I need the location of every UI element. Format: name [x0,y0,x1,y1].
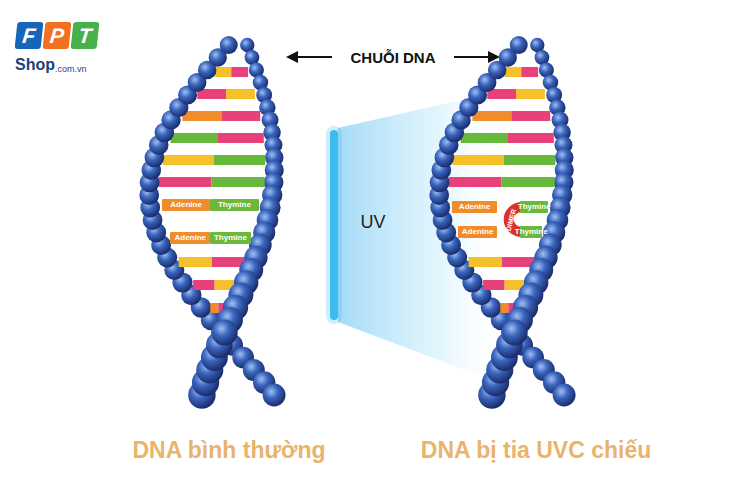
backbone-tubes [149,45,274,395]
base-pair-bar [171,133,218,143]
dna-art [139,36,575,409]
backbone-tube [439,45,564,395]
base-pair-bar [215,67,232,77]
uv-label: UV [360,213,385,231]
base-pair-bar [212,177,265,187]
caption-uvc: DNA bị tia UVC chiếu [421,439,651,462]
base-pair-bar [182,111,221,121]
adenine-base: Adenine [162,199,210,211]
base-pair-bar [217,133,264,143]
base-pair-bar [461,133,508,143]
logo-letter: P [49,25,65,46]
base-pair-bar [516,89,545,99]
base-pair-bar [210,303,218,313]
base-pair-bar [505,67,522,77]
base-pair-bar [163,155,214,165]
base-pair-bar [500,303,508,313]
backbone-sphere [501,319,527,345]
dna-arrow-right [454,51,500,63]
backbone-back [429,38,575,407]
thymine-base: Thymine [210,232,250,244]
base-pair-bar [504,155,555,165]
strand-heading: CHUỖI DNA [351,50,436,65]
base-name: Adenine [174,234,206,242]
base-pair-bar [449,177,502,187]
thymine-base: Thymine [520,226,542,238]
adenine-base: Adenine [458,226,497,238]
backbone-tube [149,45,274,395]
dna-helix [139,36,285,409]
base-pairs [449,67,556,313]
brand-domain: .com.vn [55,65,87,74]
base-pair-bar [159,177,212,187]
base-pair-bar [511,111,550,121]
uv-lamp [330,130,338,320]
adenine-base: Adenine [452,201,497,213]
backbone-sphere [211,319,237,345]
backbone-sphere [263,384,286,407]
backbone-sphere [240,38,254,52]
logo-tile: T [71,22,100,49]
base-pair-bar [521,67,538,77]
base-pair-bar [507,133,554,143]
base-pair-bar [472,111,511,121]
logo-letter: F [21,25,36,46]
base-pair-bar [469,257,502,267]
backbone-front [430,36,573,409]
base-pair-bar [179,257,212,267]
backbone-tubes [439,45,564,395]
logo-tile: F [15,22,44,49]
dna-arrow-left [286,51,332,63]
adenine-base: Adenine [170,232,210,244]
backbone-sphere [553,384,576,407]
backbone-back [139,38,285,407]
base-pair-bar [502,177,555,187]
base-name: Thymine [214,234,247,242]
base-pair-bar [231,67,248,77]
base-pair-bar [193,280,214,290]
base-pair-bar [226,89,255,99]
base-pair-bar [221,111,260,121]
brand-name: Shop [15,57,55,73]
base-name: Adenine [462,228,494,236]
logo-tile: P [43,22,72,49]
base-name: Thymine [518,203,551,211]
base-pair-bar [483,280,504,290]
base-name: Adenine [170,201,202,209]
backbone-sphere [530,38,544,52]
base-name: Thymine [515,228,548,236]
base-pair-bar [453,155,504,165]
logo-letter: T [77,25,92,46]
base-name: Thymine [218,201,251,209]
backbone-sphere [220,36,238,54]
base-pairs [159,67,266,313]
backbone-front [140,36,283,409]
dna-helix [429,36,575,409]
uv-lamp-glow [326,126,342,324]
thymine-base: Thymine [520,201,548,213]
base-pair-bar [214,155,265,165]
backbone-sphere [510,36,528,54]
thymine-base: Thymine [210,199,258,211]
base-name: Adenine [459,203,491,211]
caption-normal: DNA bình thường [132,439,325,462]
